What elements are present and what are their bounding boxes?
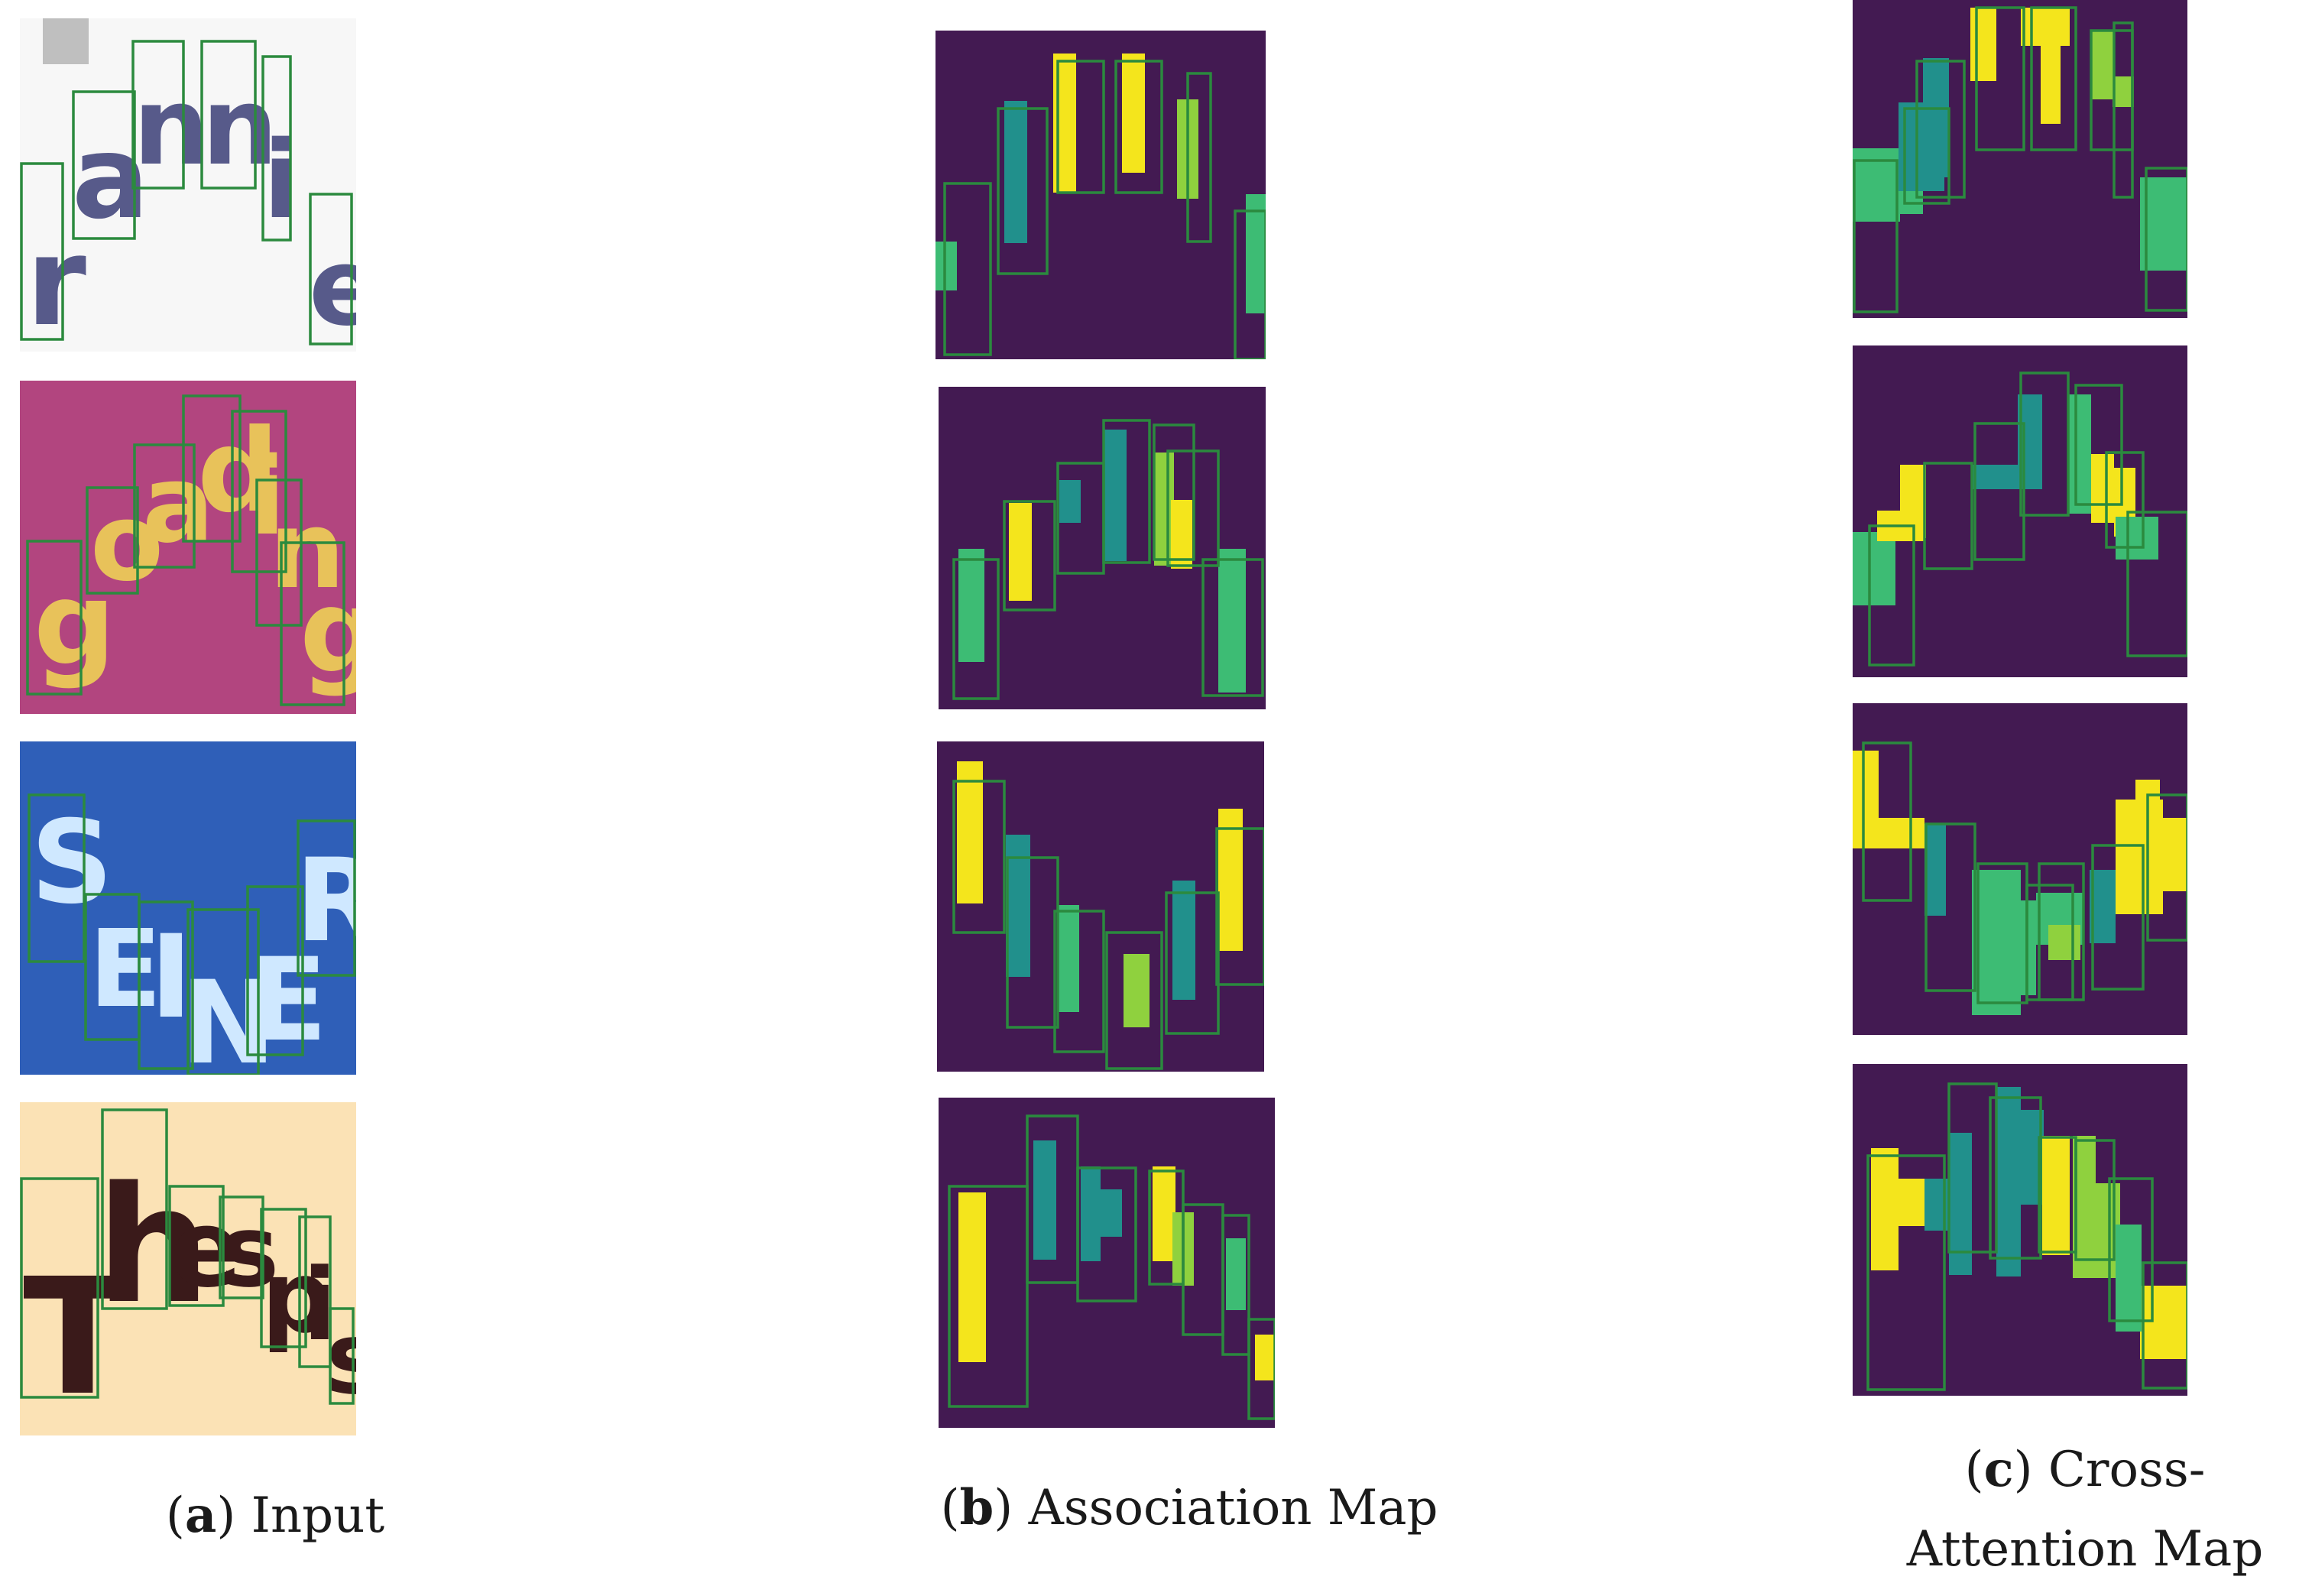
cross-attention-map-2 [1853,345,2187,677]
svg-text:S: S [31,796,113,929]
cross-attention-map-4 [1853,1064,2187,1396]
caption-b: (b) Association Map [940,1479,1438,1536]
svg-text:i: i [263,118,300,243]
svg-text:n: n [133,65,209,190]
svg-text:d: d [197,405,279,538]
caption-b-label: b [959,1479,994,1536]
svg-text:e: e [170,1187,242,1312]
cross-attention-map-1 [1853,0,2187,318]
caption-a-title: Input [251,1487,385,1544]
association-map-3 [937,741,1264,1072]
caption-c-title-line2: Attention Map [1906,1520,2264,1578]
svg-text:E: E [249,934,327,1067]
svg-text:T: T [23,1244,132,1431]
association-map-1 [935,31,1266,359]
svg-text:I: I [150,911,193,1044]
caption-c: (c) Cross- Attention Map [1879,1442,2291,1578]
caption-a: (a) Input [165,1487,385,1544]
svg-text:r: r [26,210,86,352]
input-image-seiner: S E I N E R [20,741,356,1075]
svg-text:e: e [309,225,356,350]
svg-text:a: a [72,112,149,245]
cross-attention-map-3 [1853,703,2187,1035]
caption-c-title-line1: Cross- [2048,1442,2206,1498]
svg-text:i: i [249,435,286,560]
caption-c-label: c [1983,1441,2014,1498]
svg-text:s: s [220,1193,279,1309]
svg-text:o: o [90,481,164,605]
svg-text:a: a [142,443,214,567]
caption-a-label: a [184,1487,217,1544]
svg-text:g: g [300,566,356,699]
svg-text:n: n [202,65,278,190]
association-map-4 [939,1098,1275,1428]
caption-b-title: Association Map [1028,1480,1438,1536]
input-image-ranni: r a n n i e [20,18,356,352]
svg-text:p: p [261,1239,332,1355]
input-image-thespis: T h e s p i s [20,1102,356,1435]
svg-text:R: R [295,835,356,968]
input-image-goading: g o a d i n g [20,381,356,714]
association-map-2 [939,387,1266,709]
svg-text:E: E [89,907,162,1032]
svg-text:g: g [34,558,115,691]
